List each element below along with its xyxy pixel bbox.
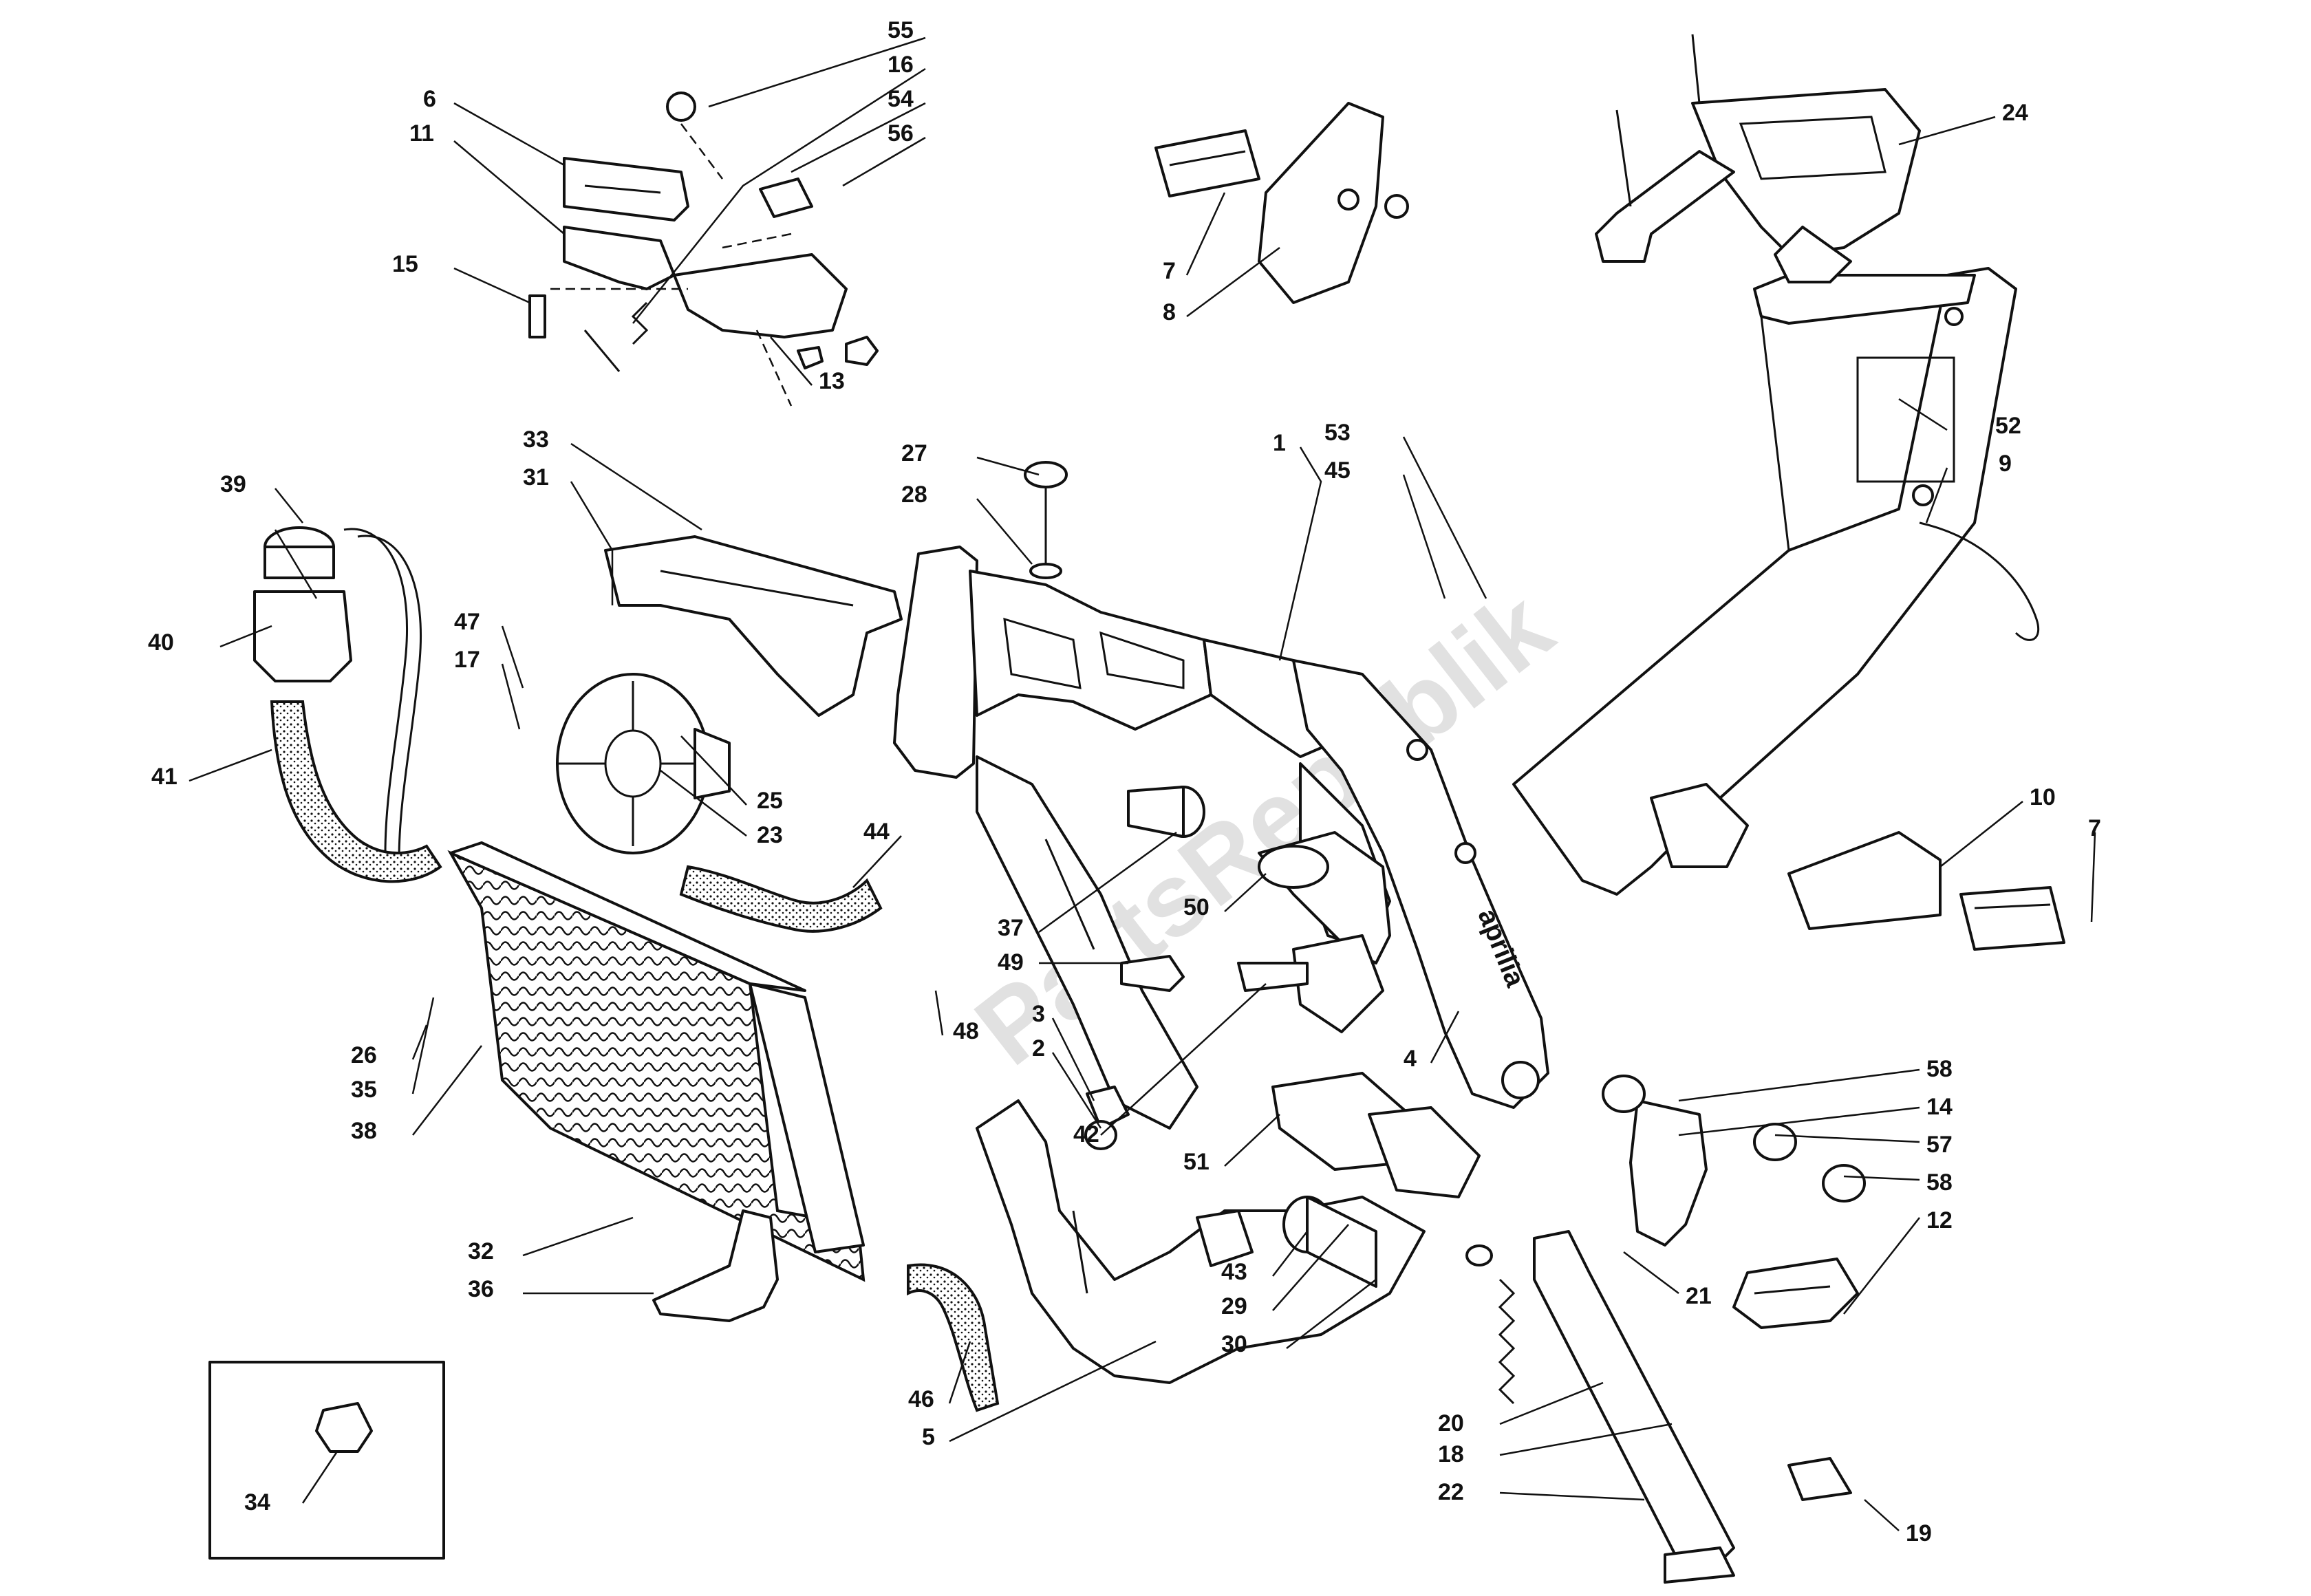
callout-53: 53 xyxy=(1324,420,1351,446)
radiator-bracket xyxy=(652,1209,779,1322)
callout-50: 50 xyxy=(1183,894,1210,920)
callout-38: 38 xyxy=(351,1118,377,1144)
callout-5: 5 xyxy=(922,1424,935,1450)
oil-filler xyxy=(1024,461,1068,579)
callout-23: 23 xyxy=(757,822,783,848)
radiator-fan xyxy=(556,673,731,854)
radiator xyxy=(447,841,866,1282)
callout-25: 25 xyxy=(757,788,783,814)
callout-40: 40 xyxy=(148,629,174,656)
callout-7-right: 7 xyxy=(2088,815,2101,841)
callout-48: 48 xyxy=(953,1018,979,1044)
callout-55: 55 xyxy=(888,17,914,43)
callout-46: 46 xyxy=(908,1386,934,1412)
callout-33: 33 xyxy=(523,427,549,453)
hose-44 xyxy=(679,865,883,933)
footpeg-assembly-upper xyxy=(1154,102,1409,304)
detail-box xyxy=(208,1361,445,1560)
callout-11: 11 xyxy=(409,120,434,147)
callout-42: 42 xyxy=(1073,1121,1099,1147)
leader-lines xyxy=(189,36,2096,1531)
callout-3: 3 xyxy=(1032,1001,1045,1027)
rear-subframe xyxy=(1512,267,2017,896)
callout-15: 15 xyxy=(392,251,418,277)
callout-12: 12 xyxy=(1926,1207,1953,1233)
callout-58-bottom: 58 xyxy=(1926,1169,1953,1196)
callout-32: 32 xyxy=(468,1238,494,1264)
callout-10: 10 xyxy=(2030,784,2056,810)
cable xyxy=(1919,521,2040,641)
callout-6: 6 xyxy=(423,86,436,112)
callout-9: 9 xyxy=(1999,451,2012,477)
expansion-tank xyxy=(253,526,422,861)
callout-45: 45 xyxy=(1324,457,1351,484)
footpeg-assembly-left xyxy=(528,91,879,407)
callout-19: 19 xyxy=(1906,1520,1932,1546)
footpeg-assembly-lower-right xyxy=(1602,1075,1866,1329)
callout-28: 28 xyxy=(901,482,927,508)
callout-47: 47 xyxy=(454,609,480,635)
callout-31: 31 xyxy=(523,464,549,490)
callout-43: 43 xyxy=(1221,1259,1247,1285)
speed-nut xyxy=(315,1402,373,1453)
callout-30: 30 xyxy=(1221,1331,1247,1357)
callout-27: 27 xyxy=(901,440,927,466)
callout-20: 20 xyxy=(1438,1410,1464,1436)
callout-29: 29 xyxy=(1221,1293,1247,1319)
callout-51: 51 xyxy=(1183,1149,1210,1175)
mounting-brackets-center xyxy=(1258,831,1481,1288)
callout-1: 1 xyxy=(1273,430,1286,456)
callout-52: 52 xyxy=(1995,413,2021,439)
luggage-rack xyxy=(1595,34,1921,283)
callout-8: 8 xyxy=(1163,299,1176,325)
callout-18: 18 xyxy=(1438,1441,1464,1467)
callout-41: 41 xyxy=(151,764,178,790)
callout-21: 21 xyxy=(1686,1283,1712,1309)
engine-cradle xyxy=(976,1099,1426,1384)
callout-13: 13 xyxy=(819,368,845,394)
callout-2: 2 xyxy=(1032,1035,1045,1061)
callout-4: 4 xyxy=(1404,1046,1417,1072)
fan-bracket xyxy=(604,535,903,717)
footpeg-assembly-right xyxy=(1787,831,2065,951)
callout-14: 14 xyxy=(1926,1094,1953,1120)
callout-24: 24 xyxy=(2002,100,2028,126)
callout-56: 56 xyxy=(888,120,914,147)
callout-17: 17 xyxy=(454,647,480,673)
callout-39: 39 xyxy=(220,471,246,497)
callout-35: 35 xyxy=(351,1077,377,1103)
callout-7-upper: 7 xyxy=(1163,258,1176,284)
side-stand xyxy=(1465,1230,1852,1584)
callout-16: 16 xyxy=(888,52,914,78)
callout-37: 37 xyxy=(998,915,1024,941)
callout-57: 57 xyxy=(1926,1132,1953,1158)
hose-41 xyxy=(270,700,442,883)
callout-54: 54 xyxy=(888,86,914,112)
callout-26: 26 xyxy=(351,1042,377,1068)
hose-46 xyxy=(907,1263,1000,1412)
callout-34: 34 xyxy=(244,1489,270,1516)
callout-22: 22 xyxy=(1438,1479,1464,1505)
callout-labels: 55 16 54 56 6 11 15 13 24 7 8 52 9 1 53 … xyxy=(148,17,2101,1546)
callout-58-top: 58 xyxy=(1926,1056,1953,1082)
callout-44: 44 xyxy=(863,819,890,845)
callout-49: 49 xyxy=(998,949,1024,975)
callout-36: 36 xyxy=(468,1276,494,1302)
mounting-brackets-rear xyxy=(1084,786,1309,1150)
main-frame xyxy=(893,546,1549,1130)
